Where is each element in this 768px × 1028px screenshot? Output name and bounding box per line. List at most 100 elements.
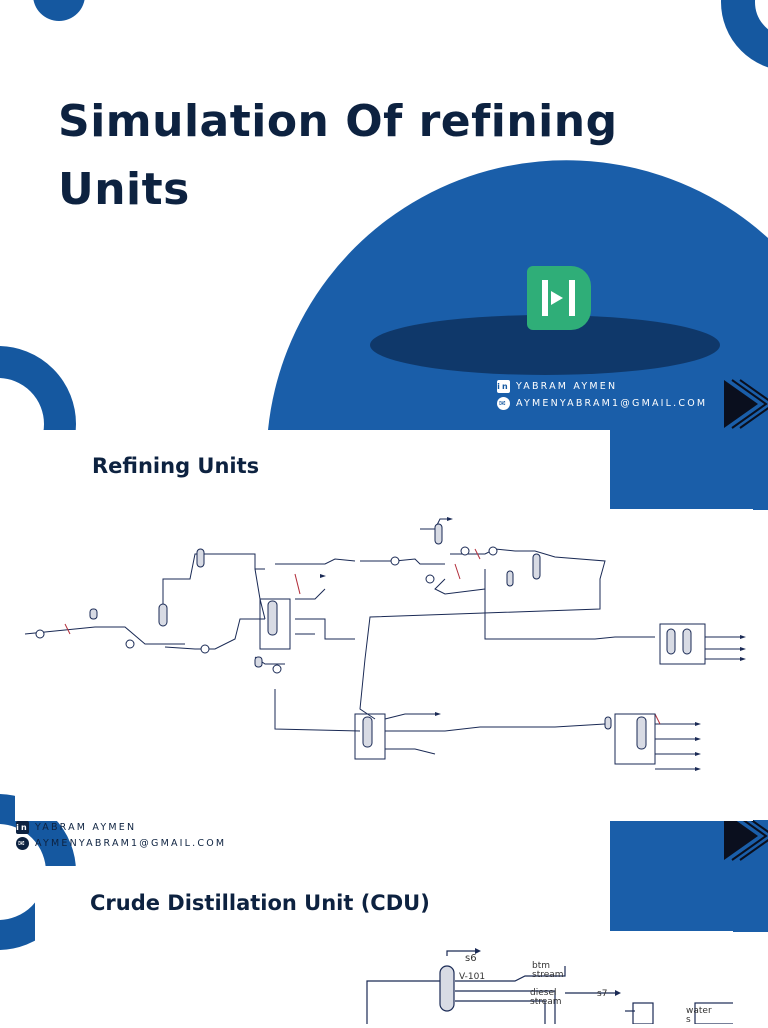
diagram-reactor: [666, 628, 676, 655]
diagram-red-line: [294, 573, 301, 595]
diagram-stream-line: [162, 553, 265, 619]
diagram-stream-line: [366, 980, 440, 1024]
diagram-vessel: [604, 716, 612, 730]
diagram-stream-line: [450, 548, 516, 555]
contact-email-row[interactable]: ✉ AYMENYABRAM1@GMAIL.COM: [16, 836, 226, 851]
cdu-label-btm: btm: [532, 961, 550, 971]
decor-ring-top-right: [721, 0, 768, 68]
diagram-stream-line: [384, 713, 435, 720]
cdu-column: [439, 965, 455, 1012]
diagram-arrow: [695, 722, 701, 726]
diagram-arrow: [695, 737, 701, 741]
refining-units-diagram: [24, 517, 746, 771]
linkedin-icon: in: [497, 380, 510, 393]
contact-linkedin-row[interactable]: in YABRAM AYMEN: [16, 820, 226, 835]
diagram-exchanger: [425, 574, 435, 584]
diagram-column-box: [354, 713, 386, 760]
section2-panel: [35, 866, 610, 932]
diagram-exchanger: [35, 629, 45, 639]
contact-name: YABRAM AYMEN: [35, 822, 137, 833]
diagram-arrow: [615, 990, 621, 996]
diagram-exchanger: [460, 546, 470, 556]
decor-circle-top-left: [33, 0, 85, 21]
email-icon: ✉: [497, 397, 510, 410]
diagram-arrow: [695, 767, 701, 771]
diagram-vessel: [158, 603, 168, 627]
diagram-arrow: [740, 635, 746, 639]
diagram-stream-line: [295, 618, 355, 640]
cdu-label-diesel: diesel: [530, 988, 556, 998]
diagram-reactor: [682, 628, 692, 655]
diagram-exchanger: [125, 639, 135, 649]
diagram-vessel: [532, 553, 541, 580]
diagram-stream-line: [446, 950, 475, 956]
diagram-column-box: [614, 713, 656, 765]
diagram-stream-line: [455, 966, 566, 982]
diagram-arrow: [695, 752, 701, 756]
diagram-exchanger: [200, 644, 210, 654]
section2-title: Crude Distillation Unit (CDU): [90, 891, 430, 915]
contact-linkedin-row[interactable]: in YABRAM AYMEN: [497, 379, 707, 394]
section1-title: Refining Units: [92, 454, 260, 478]
cdu-unit-box: [632, 1002, 654, 1025]
diagram-column: [362, 716, 373, 748]
diagram1-panel: [15, 509, 753, 821]
decor-ring-left-middle: [0, 346, 76, 502]
section1-panel: [0, 430, 610, 510]
diagram-stream-line: [385, 723, 606, 732]
diagram-stream-line: [274, 689, 361, 732]
diagram-stream-line: [164, 618, 265, 650]
diagram-red-line: [64, 623, 71, 635]
diagram-arrow: [740, 647, 746, 651]
cdu-diagram: s6 V-101 btm stream diesel stream s7 wat…: [366, 948, 736, 1025]
diagram-stream-line: [455, 990, 556, 1024]
diagram2-panel: s6 V-101 btm stream diesel stream s7 wat…: [35, 931, 736, 1025]
diagram-stream-line: [360, 558, 445, 565]
diagram-stream-line: [385, 748, 436, 755]
diagram-red-line: [454, 563, 461, 580]
contact-email: AYMENYABRAM1@GMAIL.COM: [516, 398, 708, 409]
diagram-exchanger: [272, 664, 282, 674]
contact-email-row[interactable]: ✉ AYMENYABRAM1@GMAIL.COM: [497, 396, 707, 411]
diagram-arrow: [320, 574, 326, 578]
diagram-red-line: [654, 713, 661, 725]
diagram-vessel: [196, 548, 205, 568]
contact-name: YABRAM AYMEN: [516, 381, 618, 392]
cdu-label-water: water: [686, 1006, 712, 1016]
diagram-exchanger: [488, 546, 498, 556]
diagram-vessel: [89, 608, 98, 620]
cdu-label-s6: s6: [465, 953, 477, 964]
cdu-label-v101: V-101: [459, 972, 485, 982]
decor-strip-right: [610, 430, 768, 510]
diagram-arrow: [740, 657, 746, 661]
section1-contact: in YABRAM AYMEN ✉ AYMENYABRAM1@GMAIL.COM: [16, 820, 226, 851]
logo-icon: [527, 266, 591, 330]
page-title: Simulation Of refining Units: [58, 96, 618, 215]
linkedin-icon: in: [16, 821, 29, 834]
diagram-unit-box: [659, 623, 706, 665]
diagram-column-box: [259, 598, 291, 650]
diagram-vessel: [434, 523, 443, 545]
diagram-stream-line: [275, 558, 356, 565]
email-icon: ✉: [16, 837, 29, 850]
cdu-label-s7: s7: [597, 989, 607, 999]
play-arrow-icon: [724, 379, 768, 429]
diagram-arrow: [475, 948, 481, 954]
diagram-stream-line: [434, 578, 486, 595]
cdu-label-water-s: s: [686, 1015, 691, 1024]
diagram-stream-line: [24, 626, 185, 645]
diagram-vessel: [254, 656, 263, 668]
diagram-stream-line: [455, 1000, 546, 1024]
diagram-stream-line: [359, 550, 606, 720]
diagram-column: [636, 716, 647, 750]
diagram-exchanger: [390, 556, 400, 566]
diagram-stream-line: [295, 588, 326, 600]
diagram-column: [267, 600, 278, 636]
diagram-stream-line: [484, 569, 655, 640]
diagram-arrow: [435, 712, 441, 716]
cdu-label-diesel-stream: stream: [530, 997, 562, 1007]
diagram-arrow: [447, 517, 453, 521]
header-contact: in YABRAM AYMEN ✉ AYMENYABRAM1@GMAIL.COM: [497, 379, 707, 411]
cdu-label-btm-stream: stream: [532, 970, 564, 980]
